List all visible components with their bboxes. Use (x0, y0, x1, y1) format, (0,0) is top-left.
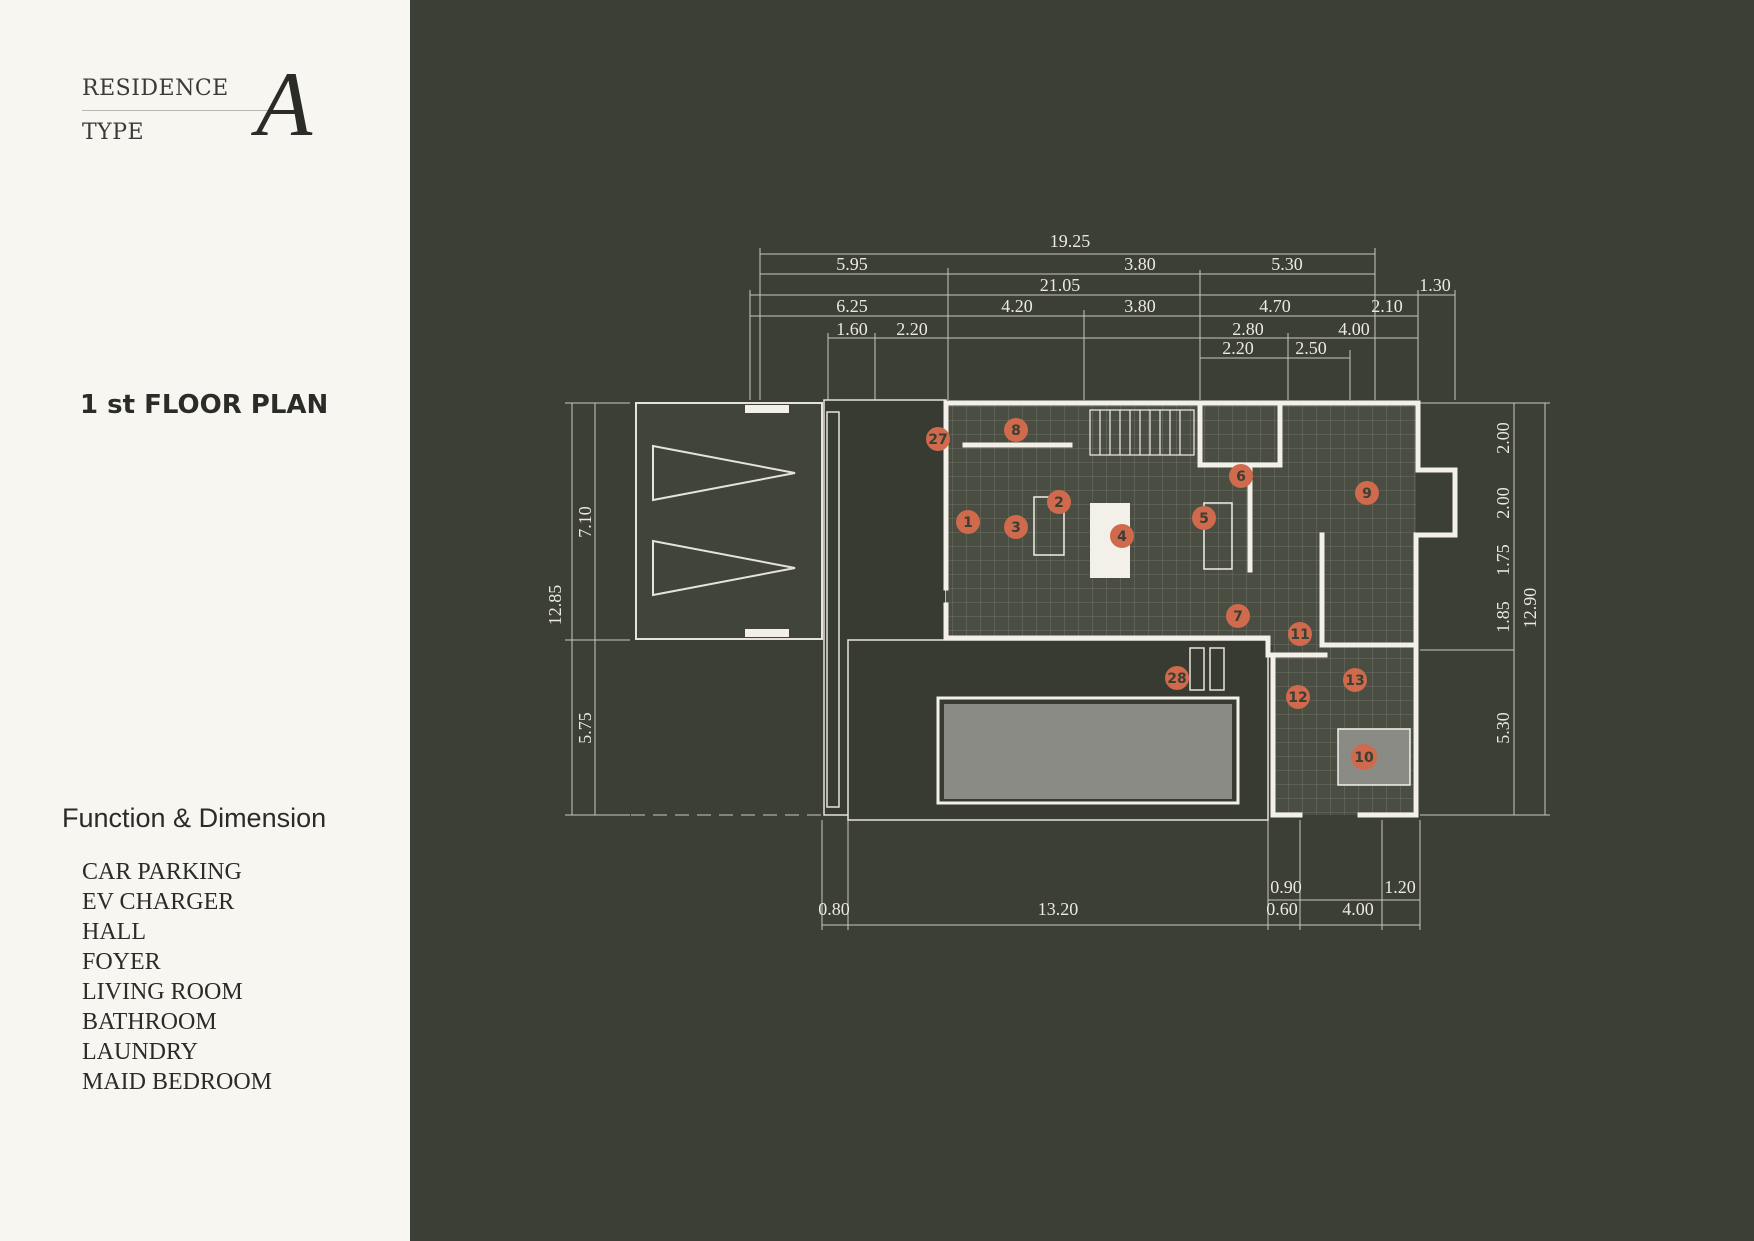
dim-top: 4.00 (1338, 319, 1370, 339)
dim-top: 5.30 (1271, 254, 1303, 274)
function-item-living-room: LIVING ROOM (82, 979, 243, 1005)
dim-right: 2.00 (1493, 422, 1513, 454)
room-marker-label: 1 (963, 515, 973, 531)
function-list: CAR PARKING EV CHARGER HALL FOYER LIVING… (82, 857, 272, 1097)
dim-top: 3.80 (1124, 254, 1156, 274)
room-marker (1192, 506, 1216, 530)
dim-bottom: 0.60 (1266, 899, 1298, 919)
dim-left-overall: 12.85 (545, 585, 565, 626)
function-item-foyer: FOYER (82, 949, 161, 975)
dim-right: 1.75 (1493, 544, 1513, 576)
room-markers: 1 2 3 4 5 6 7 8 9 10 11 12 13 27 28 (926, 418, 1379, 770)
left-dimensions: 7.10 12.85 5.75 (545, 506, 595, 744)
type-label: TYPE (82, 120, 145, 145)
walls (943, 400, 1458, 818)
dim-top: 2.80 (1232, 319, 1264, 339)
dim-left: 5.75 (575, 712, 595, 744)
room-marker-label: 3 (1011, 520, 1021, 536)
room-marker-label: 5 (1199, 511, 1209, 527)
dim-top: 2.50 (1295, 338, 1327, 358)
dim-top: 2.20 (1222, 338, 1254, 358)
room-marker (1110, 524, 1134, 548)
room-marker-label: 27 (928, 432, 947, 448)
bottom-dimensions: 0.80 13.20 0.90 0.60 4.00 1.20 (818, 877, 1416, 919)
function-item-laundry: LAUNDRY (82, 1039, 199, 1065)
floor-plan-title: 1 st FLOOR PLAN (80, 390, 329, 420)
room-marker-label: 12 (1288, 690, 1307, 706)
dim-top: 6.25 (836, 296, 868, 316)
dim-bottom: 4.00 (1342, 899, 1374, 919)
dim-top-overall: 19.25 (1050, 231, 1091, 251)
dim-top: 1.60 (836, 319, 868, 339)
room-marker-label: 8 (1011, 423, 1021, 439)
function-item-maid-bedroom: MAID BEDROOM (82, 1069, 273, 1095)
dim-right-overall: 12.90 (1520, 588, 1540, 629)
function-item-car-parking: CAR PARKING (82, 859, 242, 885)
dim-left: 7.10 (575, 506, 595, 538)
swimming-pool (944, 704, 1232, 799)
room-marker-label: 2 (1054, 495, 1064, 511)
dim-top-overall: 21.05 (1040, 275, 1081, 295)
room-marker (1343, 668, 1367, 692)
left-panel: RESIDENCE TYPE A 1 st FLOOR PLAN Functio… (0, 0, 410, 1241)
function-dimension-title: Function & Dimension (62, 803, 327, 833)
room-marker (926, 427, 950, 451)
function-item-hall: HALL (82, 919, 146, 945)
dim-top: 4.20 (1001, 296, 1033, 316)
carport (565, 402, 823, 816)
dim-top: 2.10 (1371, 296, 1403, 316)
function-item-bathroom: BATHROOM (82, 1009, 217, 1035)
dim-bottom: 1.20 (1384, 877, 1416, 897)
dim-bottom: 13.20 (1038, 899, 1079, 919)
dim-top: 3.80 (1124, 296, 1156, 316)
top-dimensions: 19.25 5.95 3.80 5.30 21.05 1.30 6.25 4.2… (836, 231, 1451, 358)
room-marker-label: 7 (1233, 609, 1243, 625)
function-item-ev-charger: EV CHARGER (82, 889, 235, 915)
room-marker (1229, 464, 1253, 488)
dim-top: 4.70 (1259, 296, 1291, 316)
staircase (1089, 409, 1195, 456)
dim-bottom: 0.90 (1270, 877, 1302, 897)
room-marker (1004, 418, 1028, 442)
room-marker-label: 9 (1362, 486, 1372, 502)
kitchen-island (1203, 502, 1233, 570)
dim-top: 1.30 (1419, 275, 1451, 295)
room-marker-label: 11 (1290, 627, 1309, 643)
room-marker (1351, 744, 1377, 770)
room-marker (956, 510, 980, 534)
room-marker (1355, 481, 1379, 505)
room-marker-label: 13 (1345, 673, 1364, 689)
residence-type-letter: A (256, 53, 313, 155)
residence-label: RESIDENCE (82, 76, 229, 101)
title-divider (82, 110, 272, 111)
room-marker (1286, 685, 1310, 709)
room-marker-label: 28 (1167, 671, 1186, 687)
room-marker-label: 10 (1354, 750, 1374, 766)
room-marker (1165, 666, 1189, 690)
dim-right: 1.85 (1493, 601, 1513, 633)
dim-bottom: 0.80 (818, 899, 850, 919)
pool-deck (823, 399, 1269, 821)
dimension-lines (565, 248, 1550, 930)
room-marker (1047, 490, 1071, 514)
dim-right: 2.00 (1493, 487, 1513, 519)
room-marker (1004, 515, 1028, 539)
room-marker (1288, 622, 1312, 646)
dim-top: 5.95 (836, 254, 868, 274)
room-marker (1226, 604, 1250, 628)
room-marker-label: 6 (1236, 469, 1246, 485)
right-dimensions: 2.00 2.00 1.75 1.85 5.30 12.90 (1493, 422, 1540, 744)
room-marker-label: 4 (1117, 529, 1127, 545)
dim-top: 2.20 (896, 319, 928, 339)
dim-right: 5.30 (1493, 712, 1513, 744)
